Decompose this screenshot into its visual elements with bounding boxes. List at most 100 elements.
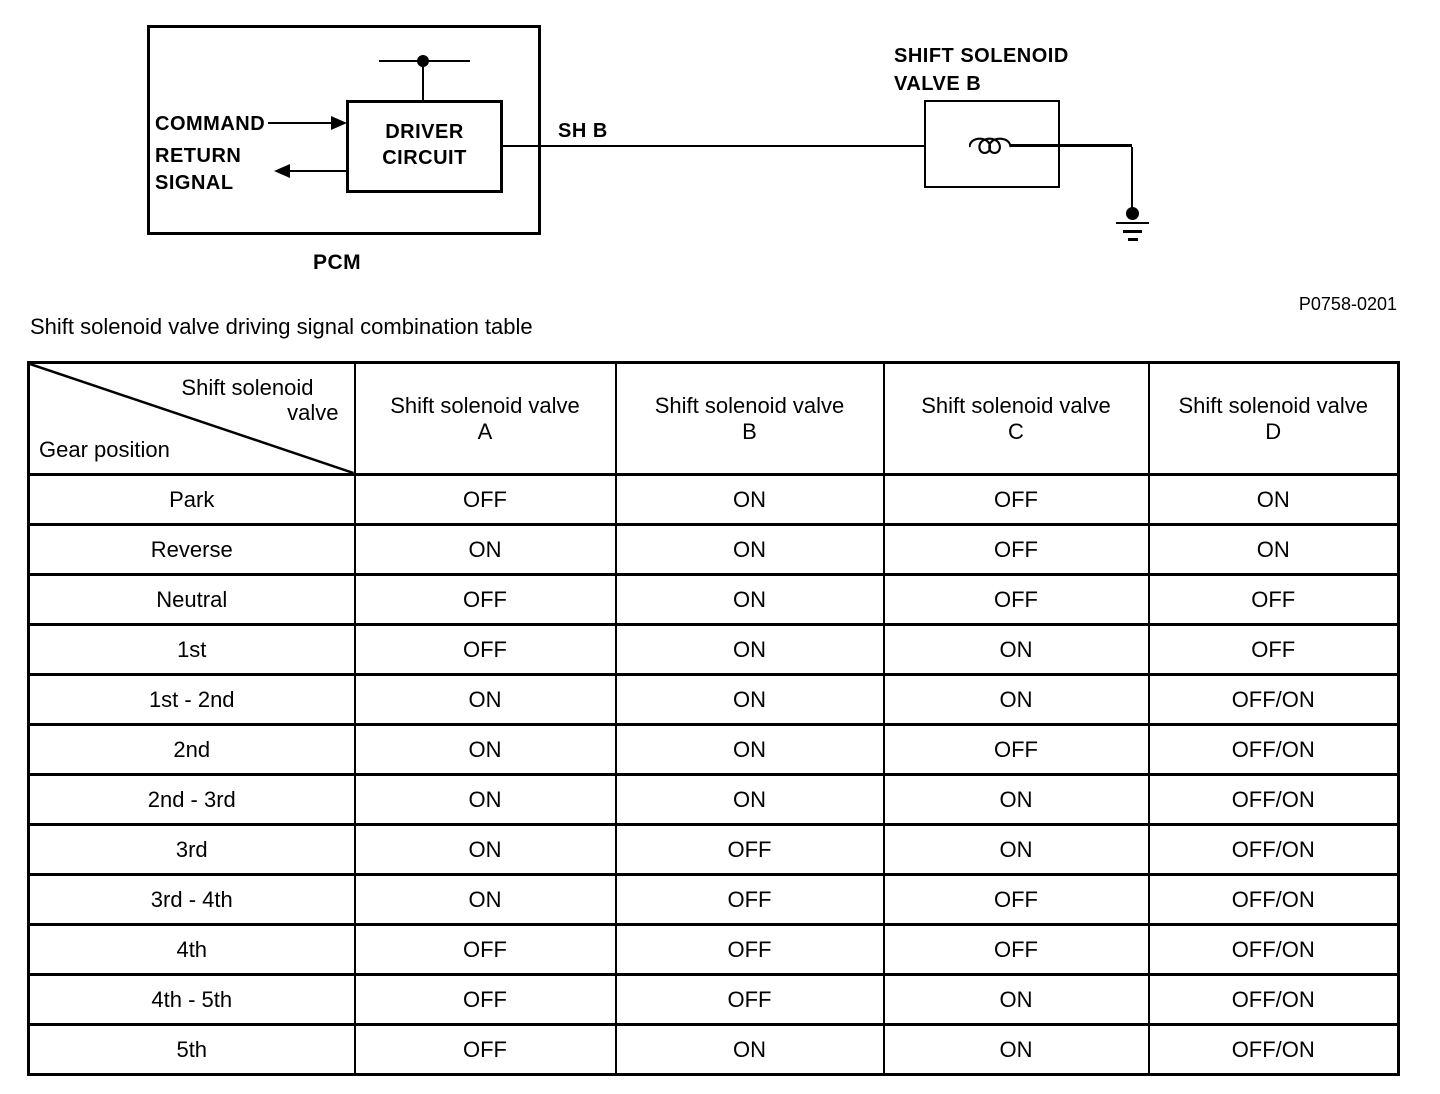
ground-bar-2 [1123, 230, 1142, 233]
table-row: 2nd ON ON OFF OFF/ON [27, 723, 1400, 776]
gear-cell: 1st - 2nd [27, 673, 356, 726]
table-row: 4th OFF OFF OFF OFF/ON [27, 923, 1400, 976]
value-cell-b: OFF [614, 873, 885, 926]
value-cell-b: OFF [614, 973, 885, 1026]
value-cell-b: ON [614, 573, 885, 626]
table-row: Neutral OFF ON OFF OFF [27, 573, 1400, 626]
value-cell-b: ON [614, 773, 885, 826]
value-cell-a: ON [353, 823, 617, 876]
value-cell-b: ON [614, 1023, 885, 1076]
wire-shb [503, 145, 970, 147]
value-cell-d: OFF/ON [1147, 723, 1400, 776]
value-cell-b: ON [614, 623, 885, 676]
ground-bar-1 [1116, 222, 1149, 224]
value-cell-a: ON [353, 523, 617, 576]
ground-drop-line [1131, 147, 1133, 208]
value-cell-b: ON [614, 723, 885, 776]
gear-cell: 2nd - 3rd [27, 773, 356, 826]
gear-cell: Neutral [27, 573, 356, 626]
gear-cell: 3rd [27, 823, 356, 876]
driver-circuit-box [346, 100, 503, 193]
value-cell-c: ON [882, 1023, 1150, 1076]
figure-code: P0758-0201 [1298, 294, 1397, 314]
ground-dot [1126, 207, 1139, 220]
value-cell-a: OFF [353, 973, 617, 1026]
pcm-label: PCM [313, 251, 362, 274]
value-cell-c: OFF [882, 573, 1150, 626]
value-cell-a: ON [353, 873, 617, 926]
value-cell-d: OFF/ON [1147, 1023, 1400, 1076]
value-cell-c: OFF [882, 923, 1150, 976]
gear-cell: 3rd - 4th [27, 873, 356, 926]
corner-axis2-label: Gear position [39, 437, 170, 462]
ground-bar-3 [1128, 238, 1138, 241]
coil-icon [969, 137, 1011, 154]
header-row: Shift solenoid valve Gear position Shift… [27, 361, 1400, 476]
value-cell-a: ON [353, 673, 617, 726]
value-cell-c: OFF [882, 873, 1150, 926]
gear-cell: Reverse [27, 523, 356, 576]
corner-cell: Shift solenoid valve Gear position [27, 361, 356, 476]
value-cell-a: ON [353, 723, 617, 776]
table-row: 4th - 5th OFF OFF ON OFF/ON [27, 973, 1400, 1026]
table-row: Park OFF ON OFF ON [27, 473, 1400, 526]
gear-cell: 4th - 5th [27, 973, 356, 1026]
return-arrow-line [287, 170, 346, 172]
value-cell-a: OFF [353, 573, 617, 626]
table-row: 5th OFF ON ON OFF/ON [27, 1023, 1400, 1076]
value-cell-d: OFF/ON [1147, 923, 1400, 976]
value-cell-d: OFF/ON [1147, 673, 1400, 726]
value-cell-a: OFF [353, 473, 617, 526]
value-cell-b: ON [614, 523, 885, 576]
value-cell-c: ON [882, 623, 1150, 676]
table-row: Reverse ON ON OFF ON [27, 523, 1400, 576]
corner-axis1-line1: Shift solenoid [181, 375, 314, 400]
signal-combination-table: Shift solenoid valve Gear position Shift… [27, 361, 1400, 1076]
wire-shb-label: SH B [558, 120, 608, 142]
value-cell-d: OFF/ON [1147, 823, 1400, 876]
table-row: 1st - 2nd ON ON ON OFF/ON [27, 673, 1400, 726]
gear-cell: 2nd [27, 723, 356, 776]
command-arrow-line [268, 122, 334, 124]
value-cell-d: ON [1147, 473, 1400, 526]
table-row: 3rd - 4th ON OFF OFF OFF/ON [27, 873, 1400, 926]
corner-axis1-line2: valve [287, 400, 339, 425]
command-label: COMMAND [155, 113, 266, 135]
value-cell-a: ON [353, 773, 617, 826]
gear-cell: 5th [27, 1023, 356, 1076]
value-cell-d: OFF/ON [1147, 973, 1400, 1026]
value-cell-b: ON [614, 473, 885, 526]
value-cell-a: OFF [353, 623, 617, 676]
value-cell-c: OFF [882, 723, 1150, 776]
gear-cell: Park [27, 473, 356, 526]
value-cell-d: OFF/ON [1147, 873, 1400, 926]
value-cell-a: OFF [353, 1023, 617, 1076]
value-cell-c: ON [882, 673, 1150, 726]
gear-cell: 4th [27, 923, 356, 976]
return-arrowhead-icon [274, 164, 290, 178]
value-cell-c: ON [882, 973, 1150, 1026]
table-row: 3rd ON OFF ON OFF/ON [27, 823, 1400, 876]
value-cell-c: OFF [882, 473, 1150, 526]
table-title: Shift solenoid valve driving signal comb… [30, 314, 533, 339]
table-row: 2nd - 3rd ON ON ON OFF/ON [27, 773, 1400, 826]
value-cell-d: OFF [1147, 623, 1400, 676]
junction-stem-line [422, 61, 424, 101]
value-cell-c: ON [882, 823, 1150, 876]
value-cell-b: OFF [614, 923, 885, 976]
value-cell-d: OFF/ON [1147, 773, 1400, 826]
value-cell-b: ON [614, 673, 885, 726]
value-cell-d: ON [1147, 523, 1400, 576]
value-cell-c: ON [882, 773, 1150, 826]
table-row: 1st OFF ON ON OFF [27, 623, 1400, 676]
gear-cell: 1st [27, 623, 356, 676]
wire-to-ground [1010, 144, 1132, 147]
